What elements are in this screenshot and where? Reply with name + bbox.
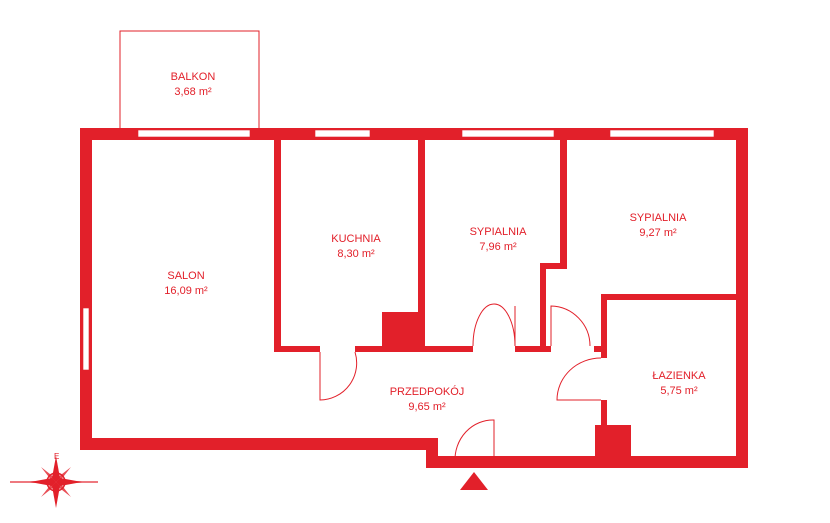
room-name: SALON [167,270,205,282]
room-area: 9,27 m² [639,227,677,239]
window-kuchnia [314,129,371,138]
room-label-sypialnia-1: SYPIALNIA 7,96 m² [470,225,527,255]
compass-label: E [54,452,60,461]
room-area: 16,09 m² [164,285,208,297]
window-salon-side [82,307,90,371]
window-sypialnia-1 [461,129,555,138]
room-area: 8,30 m² [337,248,375,260]
room-name: PRZEDPOKÓJ [389,386,465,398]
room-name: KUCHNIA [331,233,381,245]
window-sypialnia-2 [609,129,715,138]
shaft-kuchnia [382,312,419,352]
room-name: BALKON [170,71,216,83]
door-lazienka [556,357,602,401]
room-area: 9,65 m² [408,401,446,413]
window-salon [137,129,251,138]
wall-hall-bottom [515,346,551,352]
wall-sypialnia-jog [540,263,546,352]
room-area: 3,68 m² [174,86,212,98]
wall-hall-stub [594,346,604,352]
room-label-salon: SALON 16,09 m² [164,269,207,299]
room-label-przedpokoj: PRZEDPOKÓJ 9,65 m² [390,385,465,415]
wall-sypialnia-divider [560,136,567,269]
door-entrance [454,419,495,463]
wall-kuchnia-bottom-a [274,346,320,352]
room-label-kuchnia: KUCHNIA 8,30 m² [331,232,381,262]
outer-wall-bottom-left [80,438,438,450]
room-label-balkon: BALKON 3,68 m² [171,70,216,100]
room-name: ŁAZIENKA [652,370,706,382]
outer-wall-right [736,128,748,468]
wall-lazienka-left-top [601,294,607,358]
room-area: 5,75 m² [660,385,698,397]
room-area: 7,96 m² [479,241,517,253]
shaft-lazienka [595,425,631,462]
wall-kuchnia-right [418,136,425,352]
room-label-lazienka: ŁAZIENKA 5,75 m² [652,369,705,399]
outer-wall-left [80,128,92,450]
wall-lazienka-top [601,294,741,300]
room-name: SYPIALNIA [469,226,527,238]
outer-wall-bottom-right [426,456,748,468]
wall-kuchnia-left [274,136,281,352]
compass-rose-drawing [10,456,98,508]
wall-sypialnia-step [540,263,567,269]
compass-rose-icon: E [10,452,100,518]
entrance-arrow-icon [460,472,488,490]
door-sypialnia-1 [472,303,516,347]
room-label-sypialnia-2: SYPIALNIA 9,27 m² [630,211,687,241]
door-kuchnia [319,351,358,401]
door-sypialnia-2 [550,305,591,347]
room-name: SYPIALNIA [629,212,687,224]
